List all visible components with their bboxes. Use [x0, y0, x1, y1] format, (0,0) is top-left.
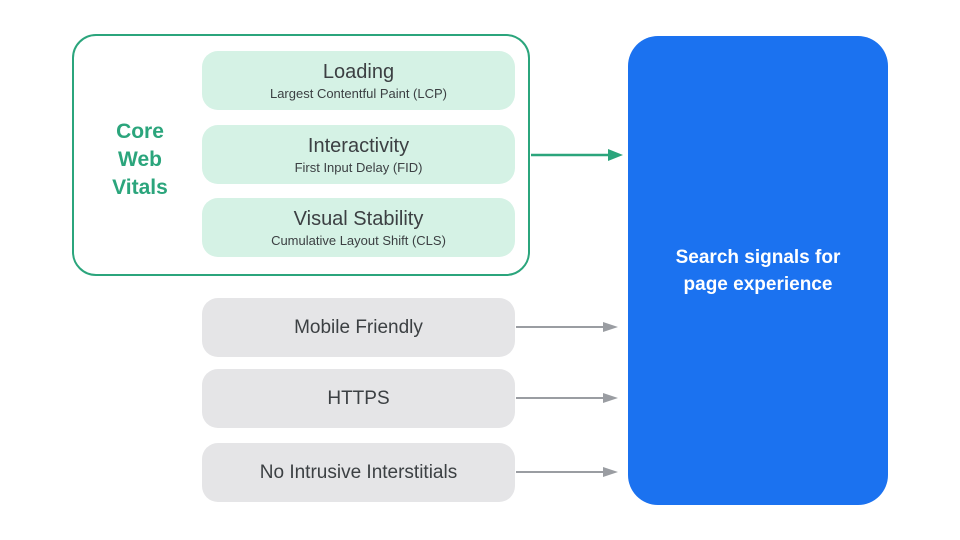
vital-subtitle-lcp: Largest Contentful Paint (LCP) [269, 85, 448, 101]
vital-title-visual-stability: Visual Stability [293, 207, 424, 230]
signal-card-mobile-friendly: Mobile Friendly [202, 298, 515, 357]
no-intrusive-interstitials-right-arrow-icon [516, 467, 618, 477]
mobile-friendly-right-arrow-icon [516, 322, 618, 332]
vital-subtitle-cls: Cumulative Layout Shift (CLS) [271, 232, 446, 248]
search-signals-label: Search signals for page experience [675, 246, 841, 295]
vital-card-visual-stability: Visual Stability Cumulative Layout Shift… [202, 198, 515, 257]
signal-card-no-intrusive-interstitials: No Intrusive Interstitials [202, 443, 515, 502]
https-right-arrow-icon [516, 393, 618, 403]
search-signals-panel: Search signals for page experience [628, 36, 888, 505]
vital-title-loading: Loading [322, 60, 395, 83]
core-web-vitals-right-arrow-icon [531, 149, 623, 161]
vital-title-interactivity: Interactivity [307, 134, 410, 157]
vital-card-interactivity: Interactivity First Input Delay (FID) [202, 125, 515, 184]
vital-subtitle-fid: First Input Delay (FID) [294, 159, 423, 175]
signal-label-no-intrusive-interstitials: No Intrusive Interstitials [259, 461, 458, 483]
vital-card-loading: Loading Largest Contentful Paint (LCP) [202, 51, 515, 110]
signal-label-mobile-friendly: Mobile Friendly [294, 316, 423, 338]
core-web-vitals-label: Core Web Vitals [112, 120, 168, 199]
signal-label-https: HTTPS [327, 387, 390, 409]
core-web-vitals-group [72, 34, 530, 276]
signal-card-https: HTTPS [202, 369, 515, 428]
